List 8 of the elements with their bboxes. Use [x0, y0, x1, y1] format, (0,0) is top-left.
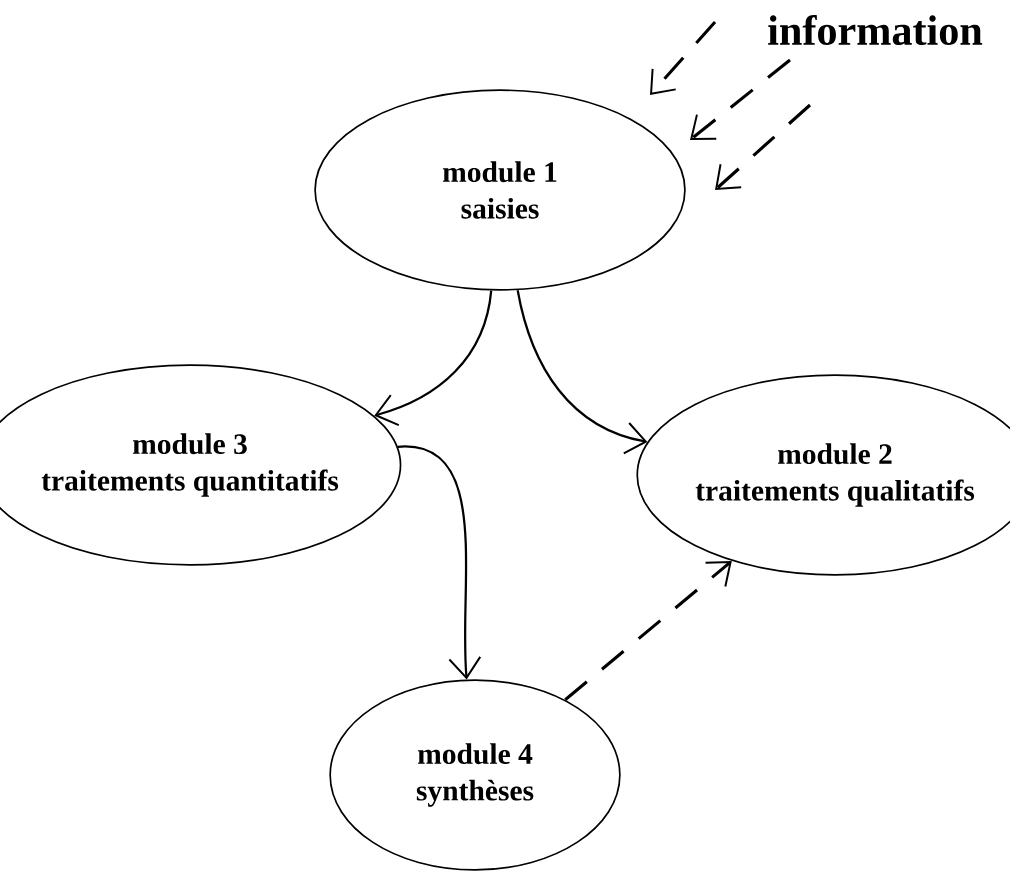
arrow [690, 58, 791, 140]
arrow [650, 20, 717, 95]
arrow [564, 561, 732, 701]
arrow [516, 289, 648, 455]
arrow [397, 445, 482, 680]
arrow [715, 103, 812, 190]
arrow [374, 290, 493, 427]
label-text: information [768, 14, 983, 46]
